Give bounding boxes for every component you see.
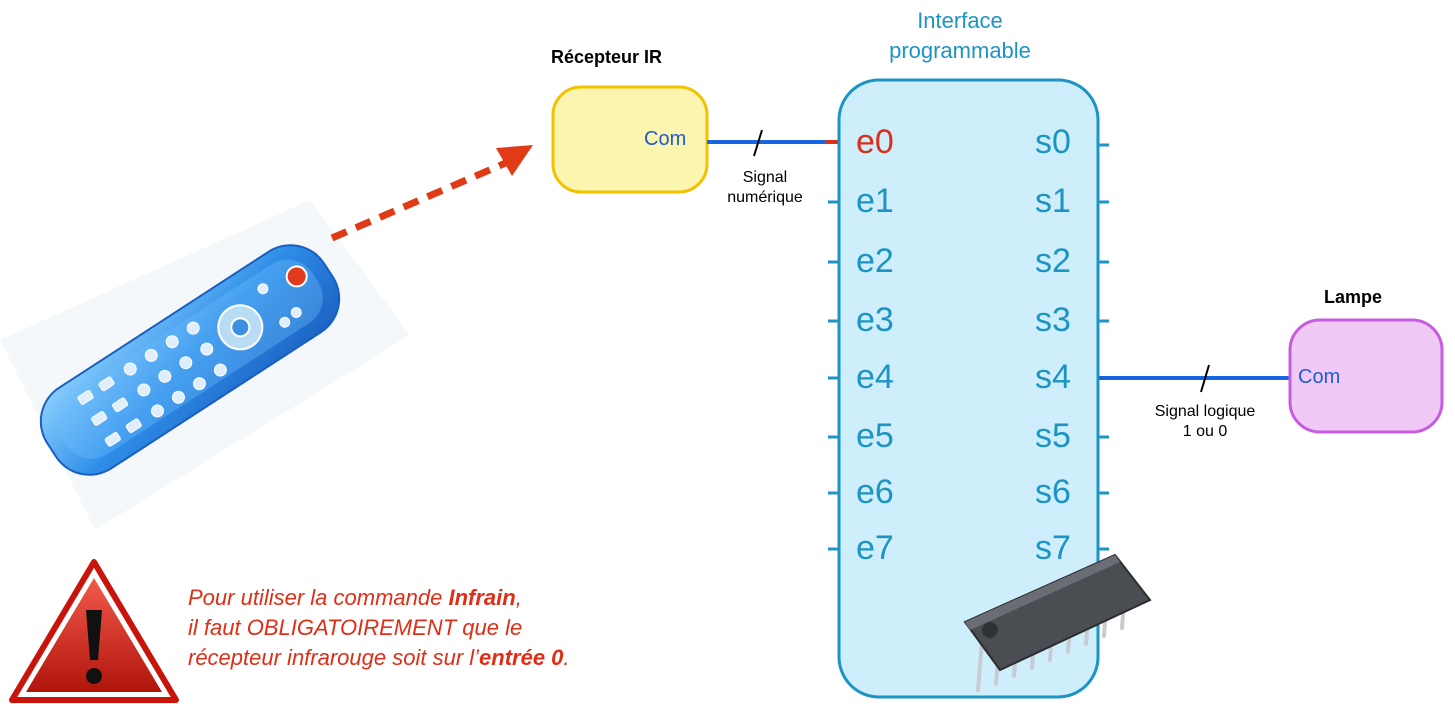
pin-ticks [828,143,1109,551]
output-signal-label: Signal logique 1 ou 0 [1120,402,1290,442]
output-pin-s3: s3 [1035,301,1071,339]
input-pin-e5: e5 [856,417,894,455]
output-signal-line2: 1 ou 0 [1182,423,1228,440]
warning-line2: il faut OBLIGATOIREMENT que le [188,615,523,640]
remote-control-icon [0,200,410,530]
input-wire [707,129,840,157]
output-pin-s4: s4 [1035,358,1071,396]
lamp-box [1288,318,1444,434]
lamp-title: Lampe [1324,287,1383,307]
input-signal-line1: Signal [742,169,788,186]
warning-keyword: Infrain [448,585,516,610]
ir-signal-arrow [330,145,533,242]
input-signal-label: Signal numérique [700,168,830,208]
output-pin-s2: s2 [1035,242,1071,280]
output-pin-s7: s7 [1035,529,1071,567]
input-pin-e6: e6 [856,473,894,511]
input-signal-line2: numérique [727,189,803,206]
input-pin-e2: e2 [856,242,894,280]
output-pin-s1: s1 [1035,182,1071,220]
receiver-title: Récepteur IR [551,47,663,67]
warning-triangle-icon [9,559,179,703]
warning-line3: récepteur infrarouge soit sur l’entrée 0… [188,645,570,670]
interface-box [837,78,1100,699]
warning-text: Pour utiliser la commande Infrain, il fa… [188,583,570,673]
lamp-port-label: Com [1298,366,1341,388]
input-pin-e4: e4 [856,358,894,396]
receiver-port-label: Com [644,128,687,150]
interface-title: Interface programmable [830,6,1090,66]
output-pin-s5: s5 [1035,417,1071,455]
receiver-box [551,85,709,194]
input-pin-e7: e7 [856,529,894,567]
input-pin-e3: e3 [856,301,894,339]
ic-chip-icon [963,553,1152,692]
output-signal-line1: Signal logique [1154,403,1256,420]
interface-title-line2: programmable [889,38,1031,63]
input-pin-e0: e0 [856,123,894,161]
warning-line1: Pour utiliser la commande Infrain, [188,585,522,610]
warning-entry-emphasis: entrée 0 [479,645,564,670]
output-pin-s0: s0 [1035,123,1071,161]
output-wire [1099,364,1290,393]
output-pin-s6: s6 [1035,473,1071,511]
input-pin-e1: e1 [856,182,894,220]
interface-title-line1: Interface [917,8,1003,33]
